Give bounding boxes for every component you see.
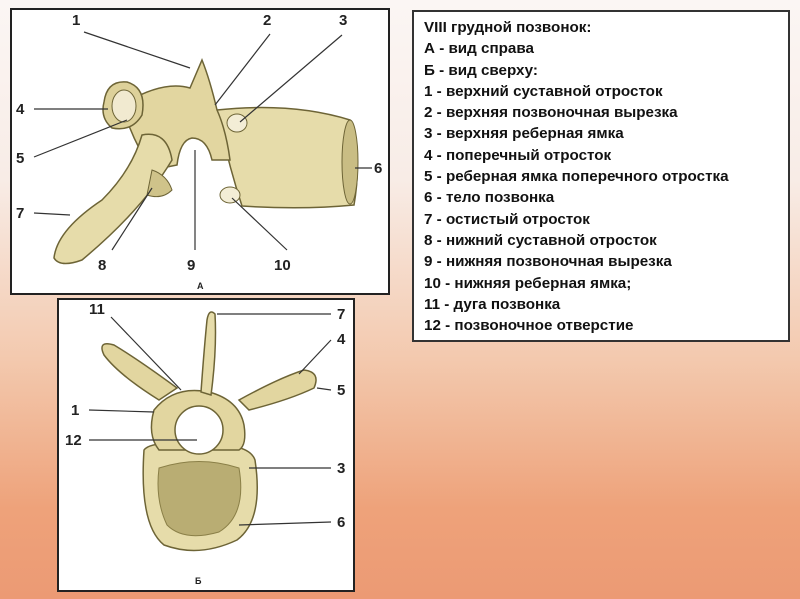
legend-item-11: 11 - дуга позвонка — [424, 295, 561, 313]
label-b-7: 7 — [337, 306, 345, 323]
legend-title: VIII грудной позвонок: — [424, 19, 592, 36]
right-transverse-process — [237, 369, 317, 411]
left-transverse-process — [101, 343, 179, 401]
legend-item-7: 7 - остистый отросток — [424, 210, 590, 228]
label-a-10: 10 — [274, 257, 291, 274]
inferior-costal-facet — [219, 186, 241, 204]
label-a-3: 3 — [339, 12, 347, 29]
label-b-5: 5 — [337, 382, 345, 399]
label-a-2: 2 — [263, 12, 271, 29]
superior-costal-facet — [226, 113, 248, 133]
caption-b: Б — [195, 576, 202, 586]
spinous-process-shape — [53, 133, 173, 265]
legend-item-4: 4 - поперечный отросток — [424, 146, 612, 164]
body-spongy-surface — [157, 461, 242, 537]
figure-a-lateral-view: 1 2 3 4 5 6 7 8 9 10 А — [10, 8, 390, 295]
legend-view-a: А - вид справа — [424, 40, 534, 58]
legend-item-8: 8 - нижний суставной отросток — [424, 231, 657, 249]
legend-item-10: 10 - нижняя реберная ямка; — [424, 274, 632, 292]
caption-a: А — [197, 281, 204, 291]
label-a-5: 5 — [16, 150, 24, 167]
vertebral-foramen-shape — [174, 405, 224, 455]
label-b-12: 12 — [65, 432, 82, 449]
label-b-1: 1 — [71, 402, 79, 419]
label-b-3: 3 — [337, 460, 345, 477]
legend-item-12: 12 - позвоночное отверстие — [424, 317, 634, 335]
inferior-articular-process-shape — [146, 169, 173, 198]
vertebral-body-shape — [216, 106, 358, 209]
label-b-6: 6 — [337, 514, 345, 531]
legend-box: VIII грудной позвонок: А - вид справа Б … — [412, 10, 790, 342]
label-a-4: 4 — [16, 101, 25, 118]
label-a-9: 9 — [187, 257, 195, 274]
label-a-8: 8 — [98, 257, 106, 274]
transverse-costal-facet — [111, 89, 137, 123]
legend-item-3: 3 - верхняя реберная ямка — [424, 125, 624, 143]
legend-view-b: Б - вид сверху: — [424, 61, 538, 79]
label-b-4: 4 — [337, 331, 346, 348]
label-a-6: 6 — [374, 160, 382, 177]
label-a-7: 7 — [16, 205, 24, 222]
legend-item-5: 5 - реберная ямка поперечного отростка — [424, 168, 729, 186]
label-a-1: 1 — [72, 12, 80, 29]
legend-item-9: 9 - нижняя позвоночная вырезка — [424, 253, 672, 271]
spinous-process-top — [200, 311, 217, 396]
vertebra-superior-illustration: 11 7 4 5 1 12 3 6 Б — [65, 301, 346, 586]
legend-item-6: 6 - тело позвонка — [424, 189, 555, 207]
legend-item-2: 2 - верхняя позвоночная вырезка — [424, 104, 678, 122]
figure-b-superior-view: 11 7 4 5 1 12 3 6 Б — [57, 298, 355, 592]
label-b-11: 11 — [89, 301, 105, 318]
vertebra-lateral-illustration: 1 2 3 4 5 6 7 8 9 10 А — [16, 12, 382, 291]
legend-item-1: 1 - верхний суставной отросток — [424, 82, 663, 100]
body-end-surface — [341, 119, 359, 205]
